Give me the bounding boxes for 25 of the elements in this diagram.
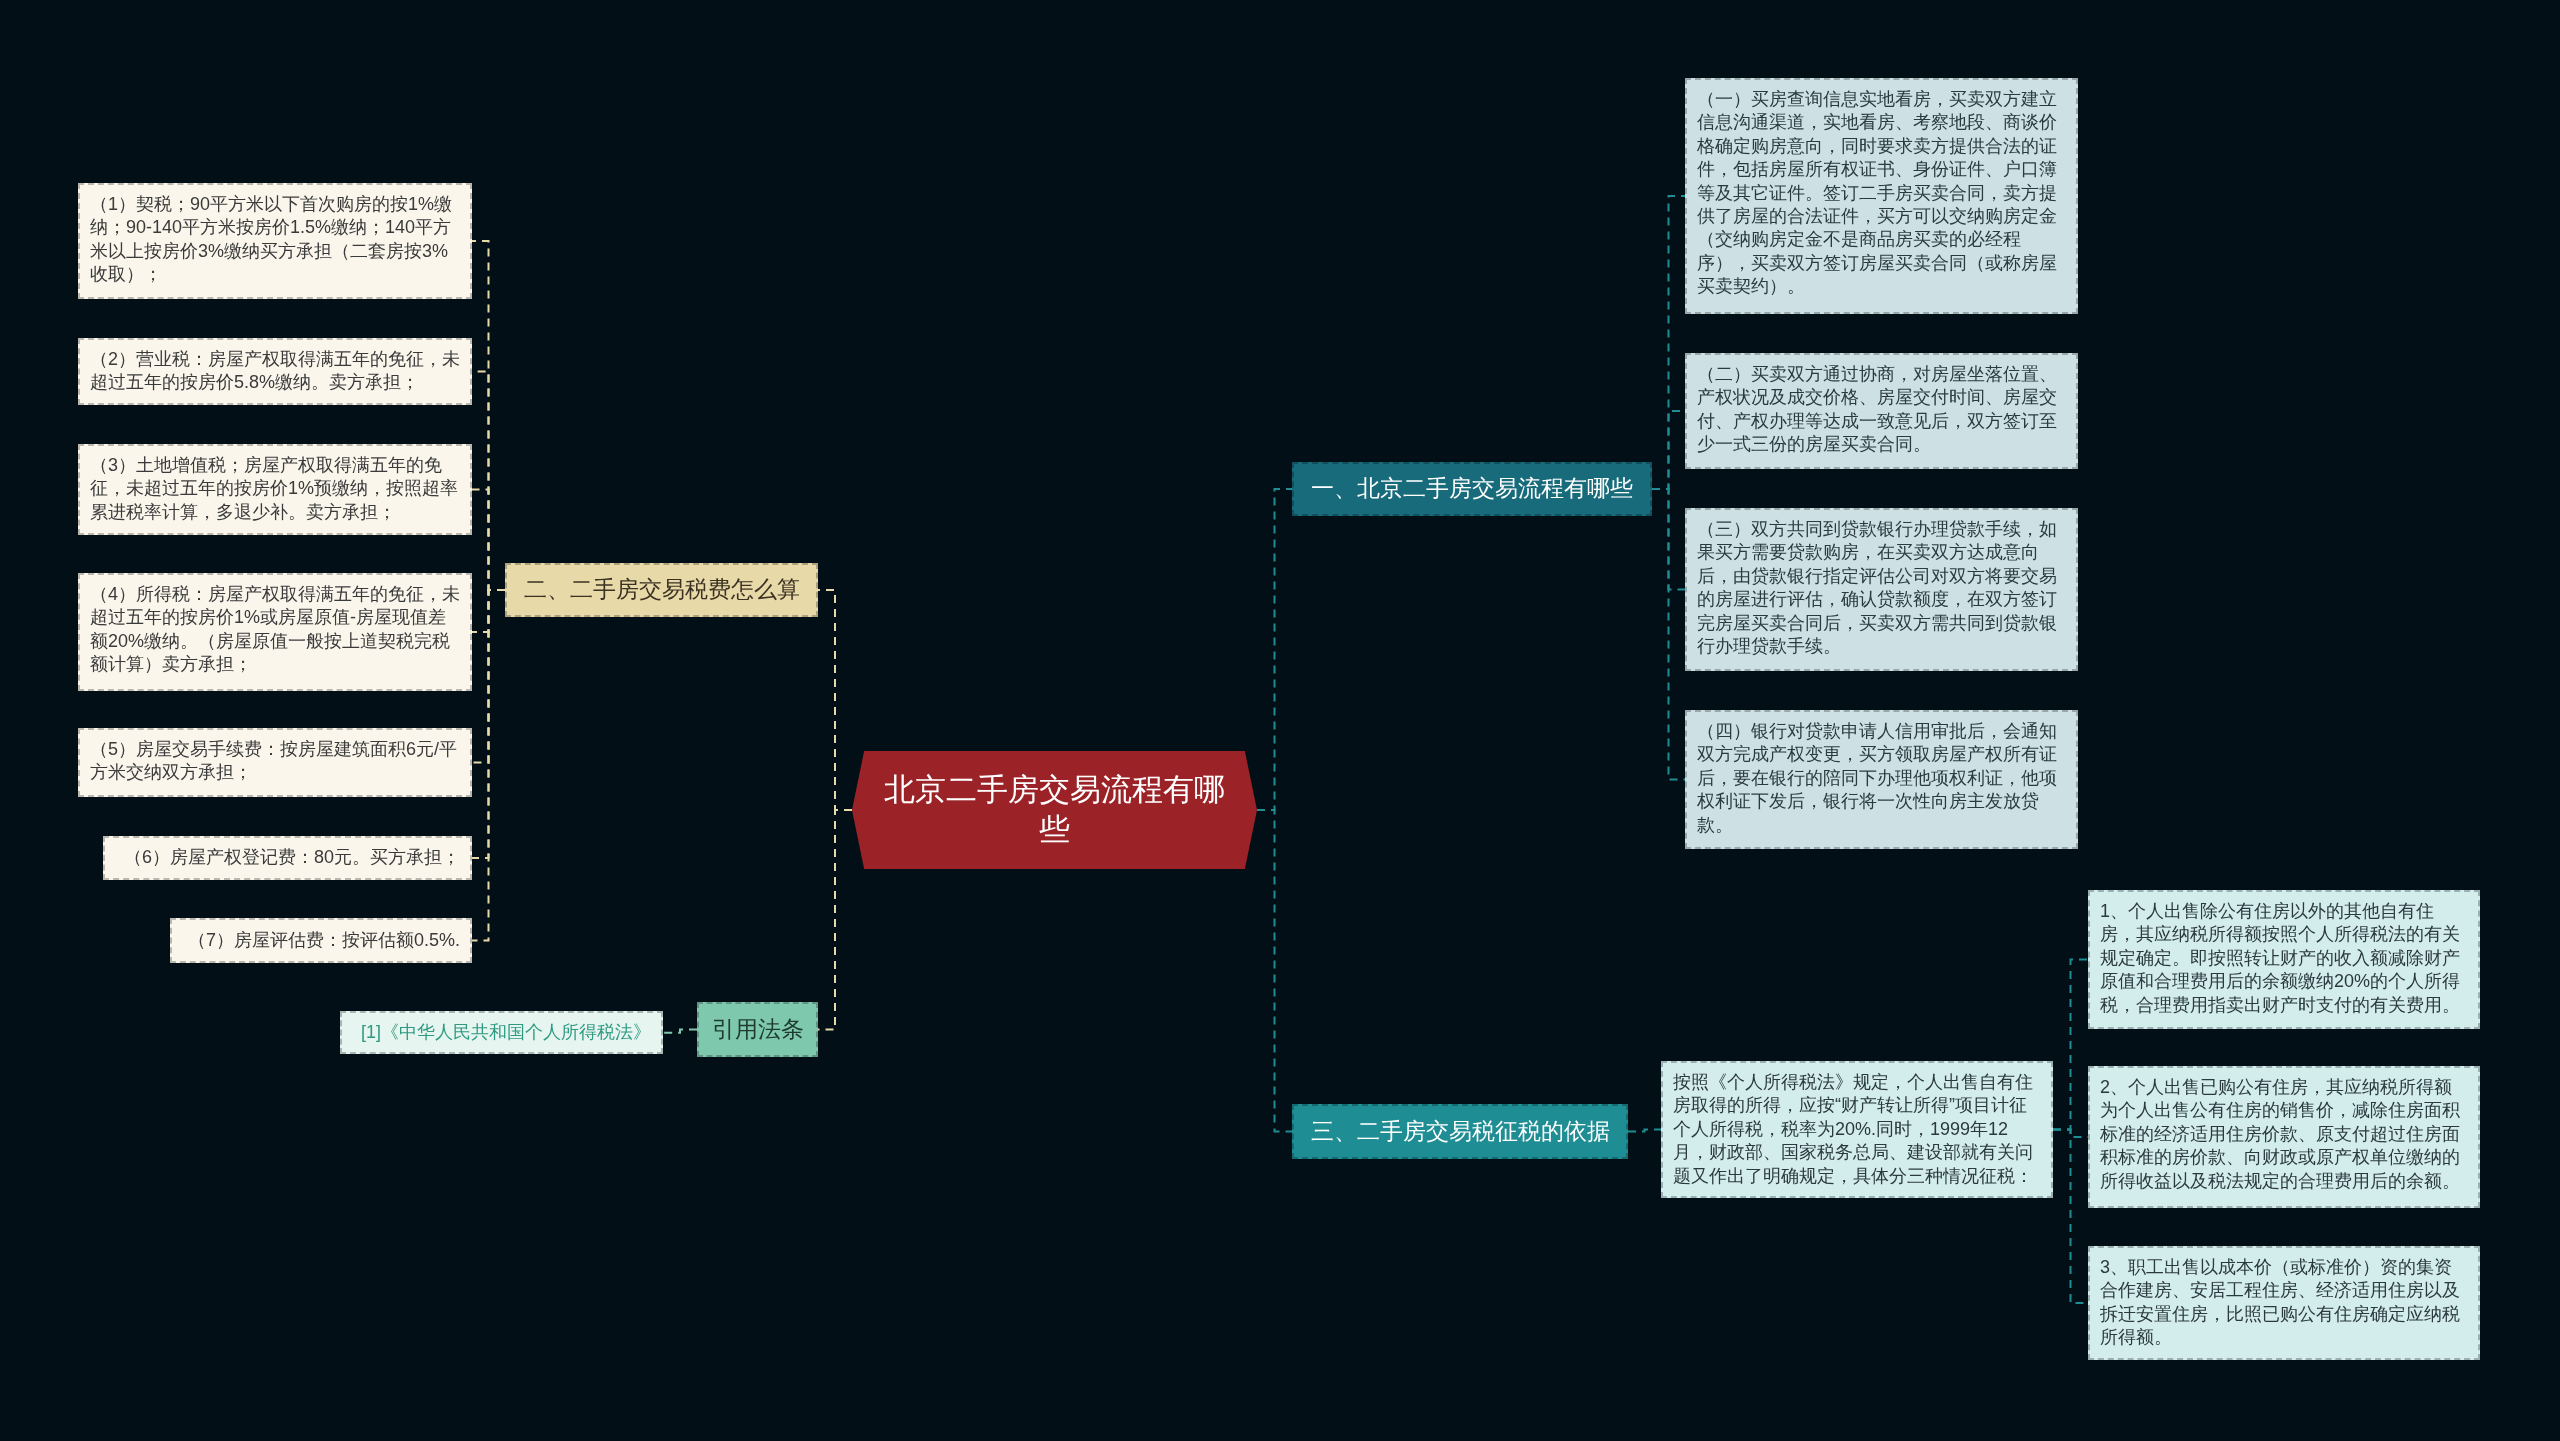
note-box: （一）买房查询信息实地看房，买卖双方建立信息沟通渠道，实地看房、考察地段、商谈价格确定购房意向，同时要求卖方提供合法的证件，包括房屋所有权证书、身份证件、户口簿等及其它证件。签订二手房买卖合同，卖方提供了房屋的合法证件，买方可以交纳购房定金（交纳购房定金不是商品房买卖的必经程序），买卖双方签订房屋买卖合同（或称房屋买卖契约）。 [1685,78,2078,314]
connector-line [1627,1128,1662,1133]
branch-topic: 三、二手房交易税征税的依据 [1292,1104,1628,1159]
branch-topic: 引用法条 [697,1002,818,1057]
connector-line [1651,488,1686,781]
connector-line [662,1028,698,1034]
note-box: 2、个人出售已购公有住房，其应纳税所得额为个人出售公有住房的销售价，减除住房面积标准的经济适用住房价款、原支付超过住房面积标准的房价款、向财政或原产权单位缴纳的所得收益以及税法规定的合理费用后的余额。 [2088,1066,2480,1208]
note-box: 3、职工出售以成本价（或标准价）资的集资合作建房、安居工程住房、经济适用住房以及拆迁安置住房，比照已购公有住房确定应纳税所得额。 [2088,1246,2480,1360]
note-box: （3）土地增值税；房屋产权取得满五年的免征，未超过五年的按房价1%预缴纳，按照超率累进税率计算，多退少补。卖方承担； [78,444,472,535]
note-box: 按照《个人所得税法》规定，个人出售自有住房取得的所得，应按“财产转让所得”项目计征个人所得税，税率为20%.同时，1999年12月，财政部、国家税务总局、建设部就有关问题又作出了明确规定，具体分三种情况征税： [1661,1061,2053,1198]
note-box: （7）房屋评估费：按评估额0.5%. [170,918,472,963]
note-box: 1、个人出售除公有住房以外的其他自有住房，其应纳税所得额按照个人所得税法的有关规定确定。即按照转让财产的收入额减除财产原值和合理费用后的余额缴纳20%的个人所得税，合理费用指卖出财产时支付的有关费用。 [2088,890,2480,1029]
connector-line [1256,809,1293,1133]
note-box: （二）买卖双方通过协商，对房屋坐落位置、产权状况及成交价格、房屋交付时间、房屋交付、产权办理等达成一致意见后，双方签订至少一式三份的房屋买卖合同。 [1685,353,2078,469]
reference-box: [1]《中华人民共和国个人所得税法》 [340,1011,663,1055]
note-box: （1）契税；90平方米以下首次购房的按1%缴纳；90-140平方米按房价1.5%缴纳；140平方米以上按房价3%缴纳买方承担（二套房按3%收取）； [78,183,472,299]
note-box: （三）双方共同到贷款银行办理贷款手续，如果买方需要贷款购房，在买卖双方达成意向后，由贷款银行指定评估公司对双方将要交易的房屋进行评估，确认贷款额度，在双方签订完房屋买卖合同后，买卖双方需共同到贷款银行办理贷款手续。 [1685,508,2078,671]
branch-topic: 一、北京二手房交易流程有哪些 [1292,462,1652,516]
note-box: （4）所得税：房屋产权取得满五年的免征，未超过五年的按房价1%或房屋原值-房屋现值差额20%缴纳。（房屋原值一般按上道契税完税额计算）卖方承担； [78,573,472,691]
note-box: （四）银行对贷款申请人信用审批后，会通知双方完成产权变更，买方领取房屋产权所有证后，要在银行的陪同下办理他项权利证，他项权利证下发后，银行将一次性向房主发放贷款。 [1685,710,2078,849]
branch-topic: 二、二手房交易税费怎么算 [505,563,818,617]
note-box: （5）房屋交易手续费：按房屋建筑面积6元/平方米交纳双方承担； [78,728,472,797]
note-box: （2）营业税：房屋产权取得满五年的免征，未超过五年的按房价5.8%缴纳。卖方承担； [78,338,472,405]
central-topic: 北京二手房交易流程有哪些 [852,751,1257,869]
note-box: （6）房屋产权登记费：80元。买方承担； [103,836,472,880]
